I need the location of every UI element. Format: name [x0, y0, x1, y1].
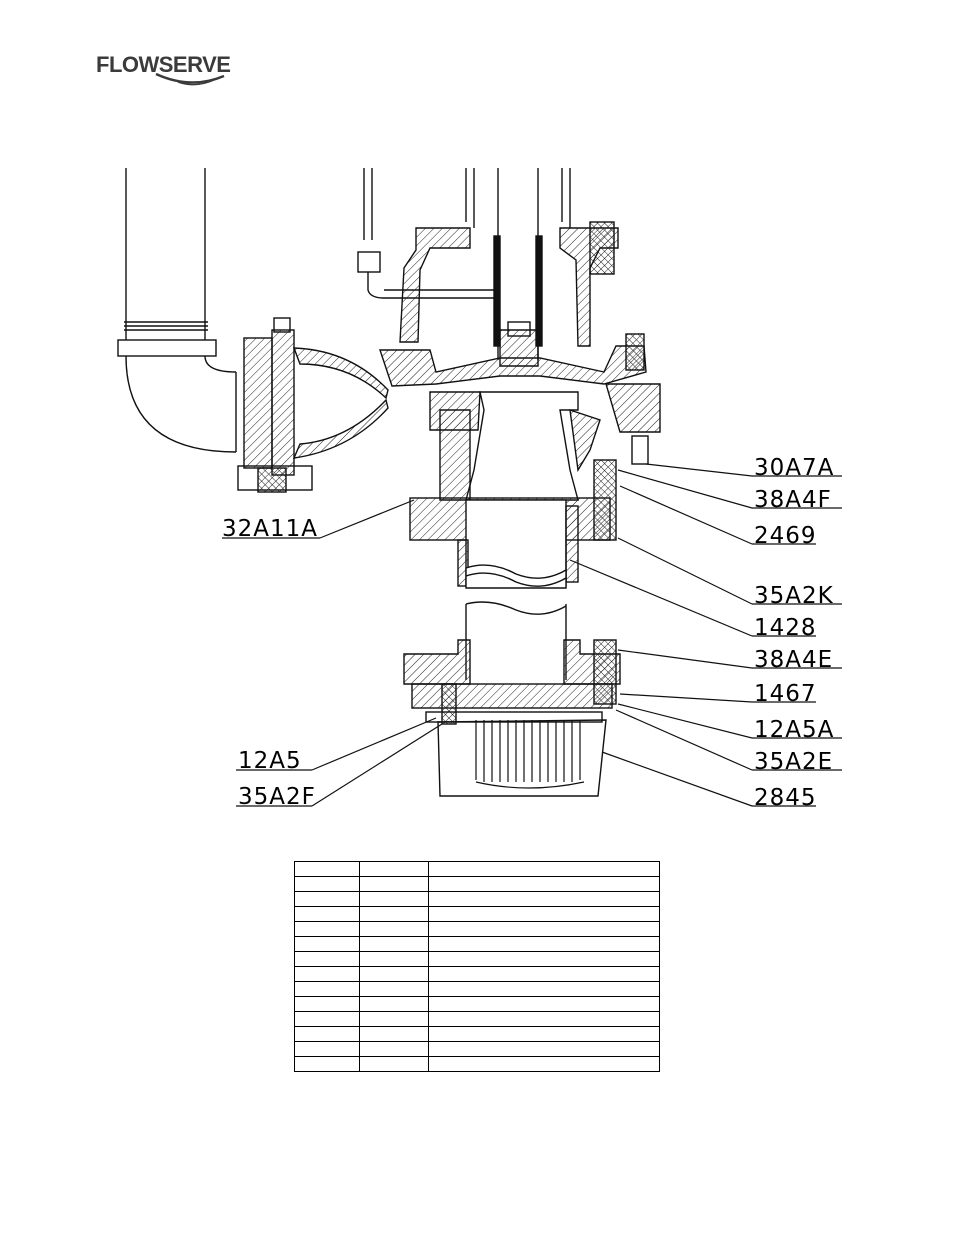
- table-cell: [359, 936, 429, 952]
- table-cell: [428, 1056, 660, 1072]
- table-row: [294, 1056, 660, 1072]
- callout-38a4f: 38A4F: [754, 487, 832, 513]
- table-cell: [294, 861, 360, 877]
- drawing-lines: [117, 168, 842, 807]
- flowserve-logo: FLOWSERVE: [96, 46, 246, 96]
- callout-12a5: 12A5: [238, 748, 302, 774]
- table-cell: [359, 876, 429, 892]
- table-cell: [294, 876, 360, 892]
- table-cell: [428, 861, 660, 877]
- table-cell: [294, 966, 360, 982]
- callout-2469: 2469: [754, 523, 817, 549]
- parts-table: [294, 861, 660, 1072]
- logo-wordmark: FLOWSERVE: [96, 52, 231, 77]
- table-cell: [359, 966, 429, 982]
- table-cell: [428, 1041, 660, 1057]
- table-row: [294, 996, 660, 1012]
- table-row: [294, 891, 660, 907]
- table-cell: [294, 1011, 360, 1027]
- table-row: [294, 1011, 660, 1027]
- table-cell: [428, 936, 660, 952]
- table-cell: [428, 966, 660, 982]
- table-cell: [428, 876, 660, 892]
- table-row: [294, 906, 660, 922]
- table-cell: [359, 1056, 429, 1072]
- table-cell: [294, 996, 360, 1012]
- table-row: [294, 936, 660, 952]
- table-row: [294, 1041, 660, 1057]
- table-cell: [359, 891, 429, 907]
- callout-1467: 1467: [754, 681, 817, 707]
- table-cell: [428, 1026, 660, 1042]
- callout-38a4e: 38A4E: [754, 647, 833, 673]
- table-cell: [294, 1026, 360, 1042]
- table-cell: [428, 996, 660, 1012]
- table-row: [294, 981, 660, 997]
- table-row: [294, 1026, 660, 1042]
- table-row: [294, 951, 660, 967]
- table-cell: [428, 891, 660, 907]
- table-cell: [294, 1056, 360, 1072]
- logo-swoosh-icon: [155, 72, 225, 86]
- table-cell: [359, 1011, 429, 1027]
- table-cell: [359, 1026, 429, 1042]
- parts-table-body: [294, 861, 660, 1072]
- table-cell: [359, 951, 429, 967]
- callout-12a5a: 12A5A: [754, 717, 834, 743]
- table-cell: [294, 1041, 360, 1057]
- table-row: [294, 966, 660, 982]
- table-cell: [294, 891, 360, 907]
- table-cell: [359, 981, 429, 997]
- table-cell: [359, 861, 429, 877]
- table-cell: [294, 921, 360, 937]
- table-row: [294, 876, 660, 892]
- table-row: [294, 861, 660, 877]
- table-cell: [428, 906, 660, 922]
- table-cell: [359, 996, 429, 1012]
- callout-1428: 1428: [754, 615, 817, 641]
- table-cell: [428, 981, 660, 997]
- table-cell: [294, 981, 360, 997]
- table-cell: [428, 951, 660, 967]
- table-row: [294, 921, 660, 937]
- table-cell: [359, 1041, 429, 1057]
- strainer-slots: [475, 720, 585, 789]
- callout-32a11a: 32A11A: [222, 516, 318, 542]
- table-cell: [294, 936, 360, 952]
- callout-35a2e: 35A2E: [754, 749, 833, 775]
- leader-lines: [222, 463, 842, 807]
- callout-35a2f: 35A2F: [238, 784, 316, 810]
- callout-2845: 2845: [754, 785, 817, 811]
- callout-35a2k: 35A2K: [754, 583, 834, 609]
- table-cell: [428, 1011, 660, 1027]
- table-cell: [428, 921, 660, 937]
- callout-30a7a: 30A7A: [754, 455, 834, 481]
- table-cell: [294, 951, 360, 967]
- table-cell: [359, 921, 429, 937]
- table-cell: [294, 906, 360, 922]
- table-cell: [359, 906, 429, 922]
- pump-sectional-drawing: 30A7A 38A4F 2469 35A2K 1428 38A4E 1467 1…: [117, 168, 842, 811]
